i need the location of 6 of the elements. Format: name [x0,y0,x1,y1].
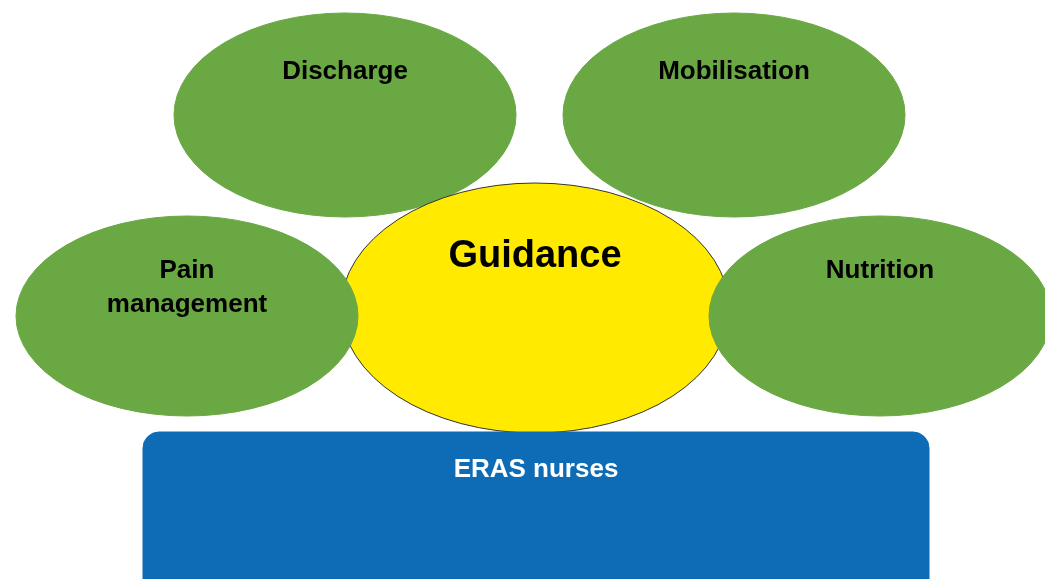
topic-label: Pain management [105,253,269,320]
topic-label: Mobilisation [658,54,810,87]
topic-label: Nutrition [825,253,935,286]
panel-title: ERAS nurses [453,452,619,485]
topic-label: Guidance [448,232,622,277]
topic-label: Discharge [282,54,408,87]
